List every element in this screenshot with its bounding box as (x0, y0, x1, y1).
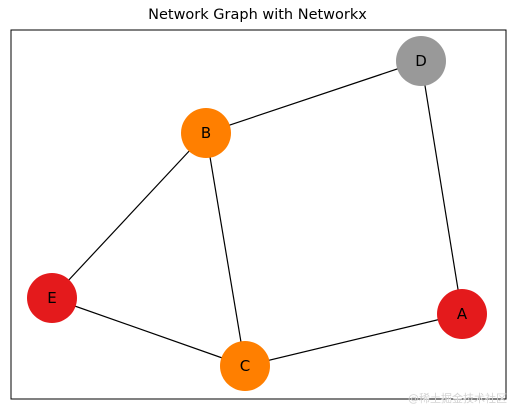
node-label-d: D (415, 52, 427, 70)
edge-b-e (51, 132, 207, 299)
edge-d-a (420, 60, 463, 315)
node-circle-b (181, 108, 231, 158)
node-circle-e (27, 273, 77, 323)
node-a: A (437, 289, 487, 339)
edge-b-d (205, 60, 422, 134)
node-b: B (181, 108, 231, 158)
plot-frame (10, 29, 507, 400)
node-d: D (396, 36, 446, 86)
node-label-c: C (240, 357, 250, 375)
node-label-b: B (201, 124, 211, 142)
node-label-e: E (47, 289, 56, 307)
watermark: @稀土掘金技术社区 (408, 392, 507, 405)
node-label-a: A (457, 305, 468, 323)
node-circle-c (220, 341, 270, 391)
node-layer: A B C D E (27, 36, 487, 391)
edge-a-c (244, 313, 463, 367)
node-circle-d (396, 36, 446, 86)
edge-layer (51, 60, 463, 367)
edge-e-c (51, 297, 246, 367)
figure-title: Network Graph with Networkx (148, 7, 367, 23)
node-circle-a (437, 289, 487, 339)
edge-c-b (205, 132, 246, 367)
node-c: C (220, 341, 270, 391)
node-e: E (27, 273, 77, 323)
